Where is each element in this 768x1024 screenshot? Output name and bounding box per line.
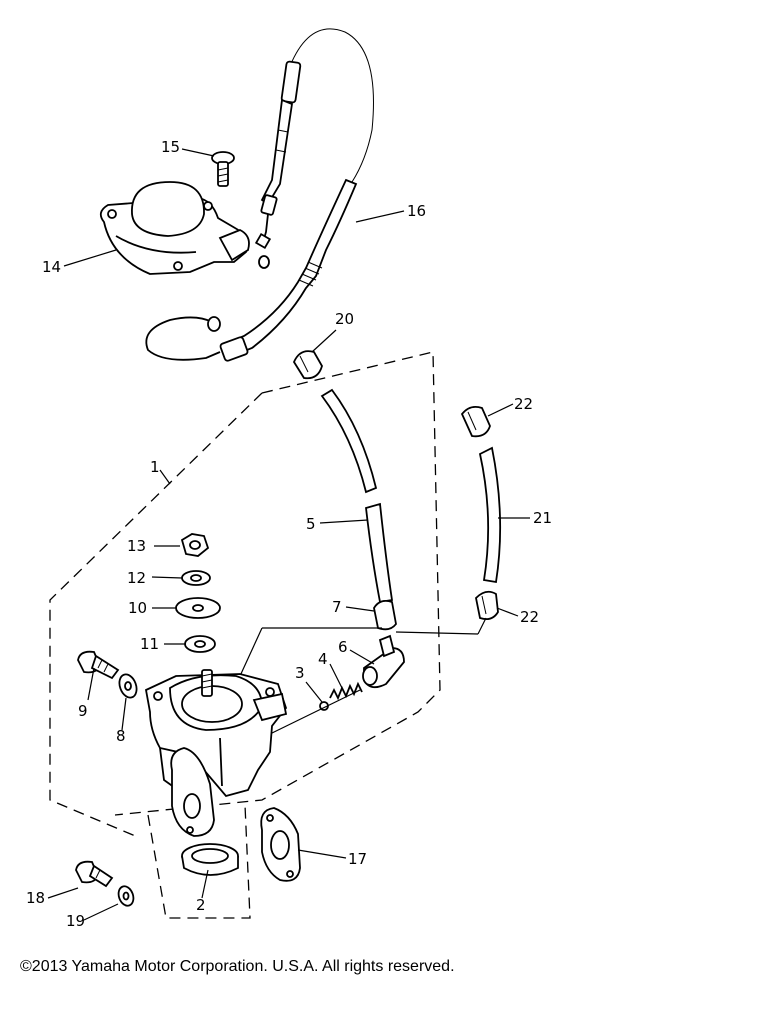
pump-body[interactable]	[144, 669, 288, 837]
part-2-seal[interactable]	[181, 843, 239, 876]
callout-19: 19	[66, 912, 85, 930]
part-21-hose[interactable]	[478, 446, 502, 584]
part-9-bolt[interactable]	[77, 650, 120, 680]
part-11-washer[interactable]	[184, 635, 216, 653]
connection-line-body	[239, 627, 263, 677]
callout-13: 13	[127, 537, 146, 555]
part-12-washer[interactable]	[181, 570, 211, 586]
callout-14: 14	[42, 258, 61, 276]
part-5-hose[interactable]	[320, 388, 394, 604]
callout-7: 7	[332, 598, 342, 616]
callout-4: 4	[318, 650, 328, 668]
callout-11: 11	[140, 635, 159, 653]
part-19-washer[interactable]	[116, 884, 136, 908]
callout-16: 16	[407, 202, 426, 220]
copyright-notice: ©2013 Yamaha Motor Corporation. U.S.A. A…	[20, 958, 455, 975]
part-6-elbow-fitting[interactable]	[362, 634, 405, 689]
assembly-boundary	[49, 351, 441, 919]
part-4-spring[interactable]	[329, 681, 363, 701]
callout-21: 21	[533, 509, 552, 527]
part-16-cable[interactable]	[145, 28, 374, 362]
callout-12: 12	[127, 569, 146, 587]
part-22-cap-upper[interactable]	[460, 405, 491, 438]
part-18-bolt[interactable]	[75, 860, 114, 888]
part-8-washer[interactable]	[116, 672, 139, 700]
callout-2: 2	[196, 896, 206, 914]
callout-9: 9	[78, 702, 88, 720]
part-22-cap-lower[interactable]	[475, 590, 499, 621]
callout-10: 10	[128, 599, 147, 617]
callout-8: 8	[116, 727, 126, 745]
callout-labels: 15 14 16 20 22 1 21 5 13 12 10 7 22 11 6…	[26, 138, 552, 930]
callout-20: 20	[335, 310, 354, 328]
callout-1: 1	[150, 458, 160, 476]
callout-3: 3	[295, 664, 305, 682]
callout-17: 17	[348, 850, 367, 868]
part-14-cover[interactable]	[99, 181, 250, 275]
part-17-gasket[interactable]	[260, 807, 301, 882]
part-15-screw[interactable]	[211, 151, 235, 187]
part-20-cap[interactable]	[292, 350, 323, 380]
part-10-washer[interactable]	[175, 597, 221, 619]
leader-lines	[47, 148, 530, 921]
callout-15: 15	[161, 138, 180, 156]
callout-22-lower: 22	[520, 608, 539, 626]
part-7-fitting[interactable]	[373, 599, 487, 635]
callout-22-upper: 22	[514, 395, 533, 413]
callout-6: 6	[338, 638, 348, 656]
connection-line-valve	[269, 689, 361, 735]
part-13-nut[interactable]	[180, 533, 210, 557]
callout-18: 18	[26, 889, 45, 907]
callout-5: 5	[306, 515, 316, 533]
